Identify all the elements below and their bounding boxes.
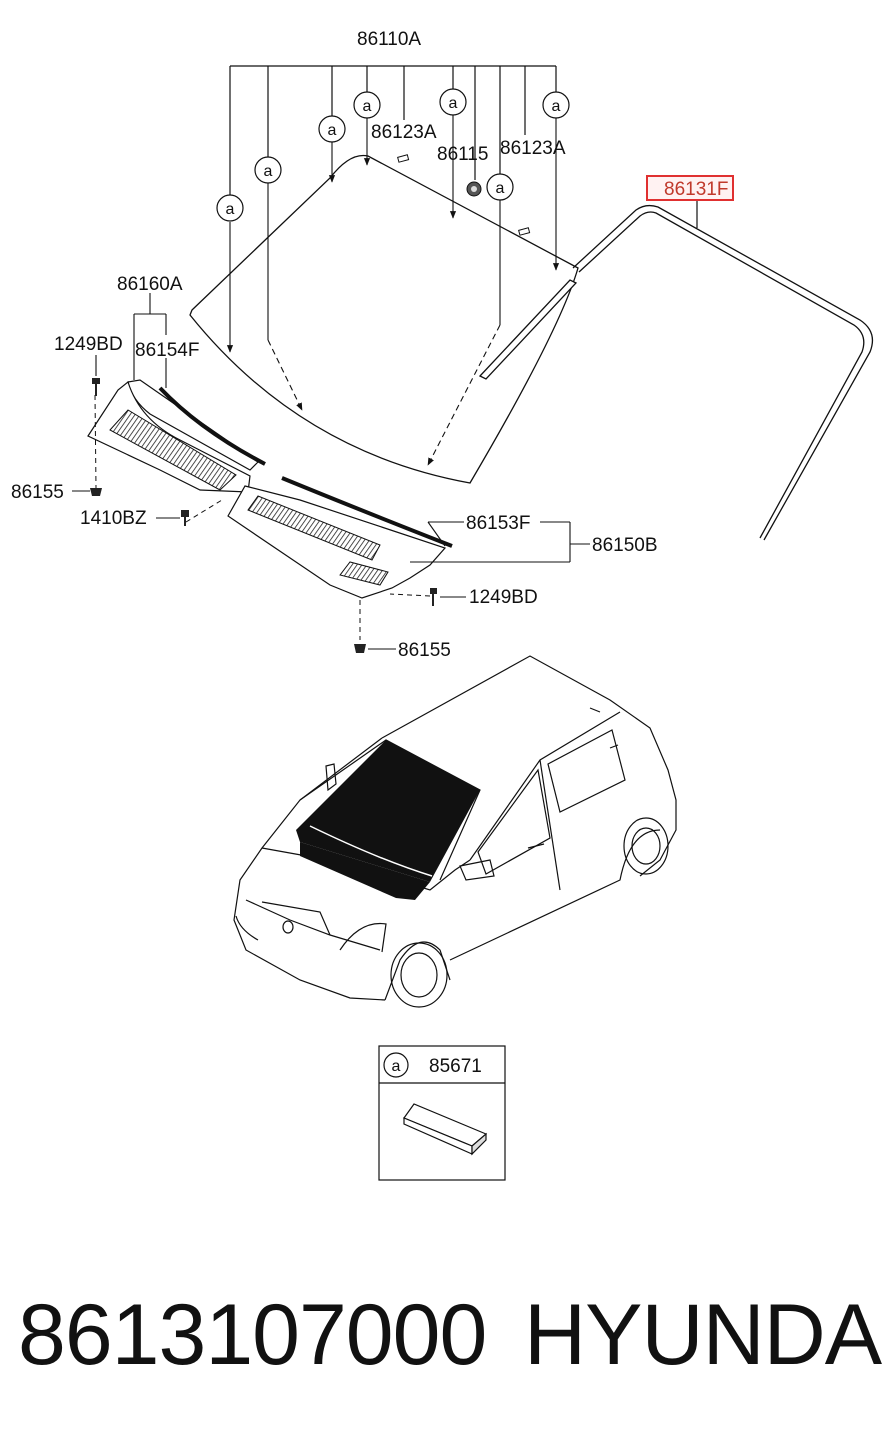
callout-a-4: a <box>363 98 372 115</box>
windshield-glass <box>189 154 579 484</box>
legend-letter: a <box>392 1058 401 1075</box>
screw-1249BD-right <box>430 588 437 606</box>
footer-brand: HYUNDAI <box>524 1287 886 1383</box>
label-86155-bottom: 86155 <box>398 640 451 661</box>
legend-box <box>378 1045 506 1181</box>
clip-86123A-left <box>397 154 410 163</box>
car-cowl-black <box>300 842 430 900</box>
glass-edge-strip <box>478 279 578 380</box>
bolt-1410BZ <box>181 510 189 526</box>
clip-86155-left <box>90 488 102 496</box>
bolt-86115 <box>466 181 482 197</box>
callout-a-3: a <box>328 122 337 139</box>
label-86155-left: 86155 <box>11 482 64 503</box>
legend-part-85671: 85671 <box>429 1056 482 1077</box>
label-86131F: 86131F <box>664 179 728 200</box>
clip-86123A-right <box>518 227 531 236</box>
cowl-hatched-grille-left <box>109 409 237 491</box>
weatherstrip-86153F <box>281 476 453 548</box>
label-86123A-left: 86123A <box>371 122 437 143</box>
windshield-moulding <box>572 204 874 541</box>
screw-1249BD-left <box>92 378 100 396</box>
footer-part-number: 8613107000 <box>18 1287 487 1383</box>
callout-a-5: a <box>449 95 458 112</box>
label-86115: 86115 <box>437 144 488 165</box>
callout-a-circles <box>216 88 570 222</box>
callout-a-1: a <box>226 201 235 218</box>
clip-86155-bottom <box>354 644 366 653</box>
label-1410BZ: 1410BZ <box>80 508 147 529</box>
label-86110A: 86110A <box>357 29 421 50</box>
label-86160A: 86160A <box>117 274 183 295</box>
label-86150B: 86150B <box>592 535 658 556</box>
cowl-hatched-grille-right <box>247 495 381 561</box>
callout-a-7: a <box>552 98 561 115</box>
label-86153F: 86153F <box>466 513 530 534</box>
bracket-86110A <box>229 65 557 195</box>
label-86123A-right: 86123A <box>500 138 566 159</box>
label-86154F: 86154F <box>135 340 199 361</box>
callout-a-6: a <box>496 180 505 197</box>
tape-pad-85671 <box>403 1103 488 1156</box>
highlight-box-86131F <box>646 175 734 201</box>
label-1249BD-left: 1249BD <box>54 334 123 355</box>
car-moulding-line <box>309 825 433 877</box>
label-leaders <box>72 293 590 650</box>
label-1249BD-right: 1249BD <box>469 587 538 608</box>
weatherstrip-86154F <box>158 386 266 466</box>
cowl-hatched-grille-small <box>339 561 389 586</box>
fastener-leaders <box>94 394 431 640</box>
callout-a-2: a <box>264 163 273 180</box>
car-windshield-black <box>296 740 480 882</box>
glass-leaders <box>226 115 560 466</box>
